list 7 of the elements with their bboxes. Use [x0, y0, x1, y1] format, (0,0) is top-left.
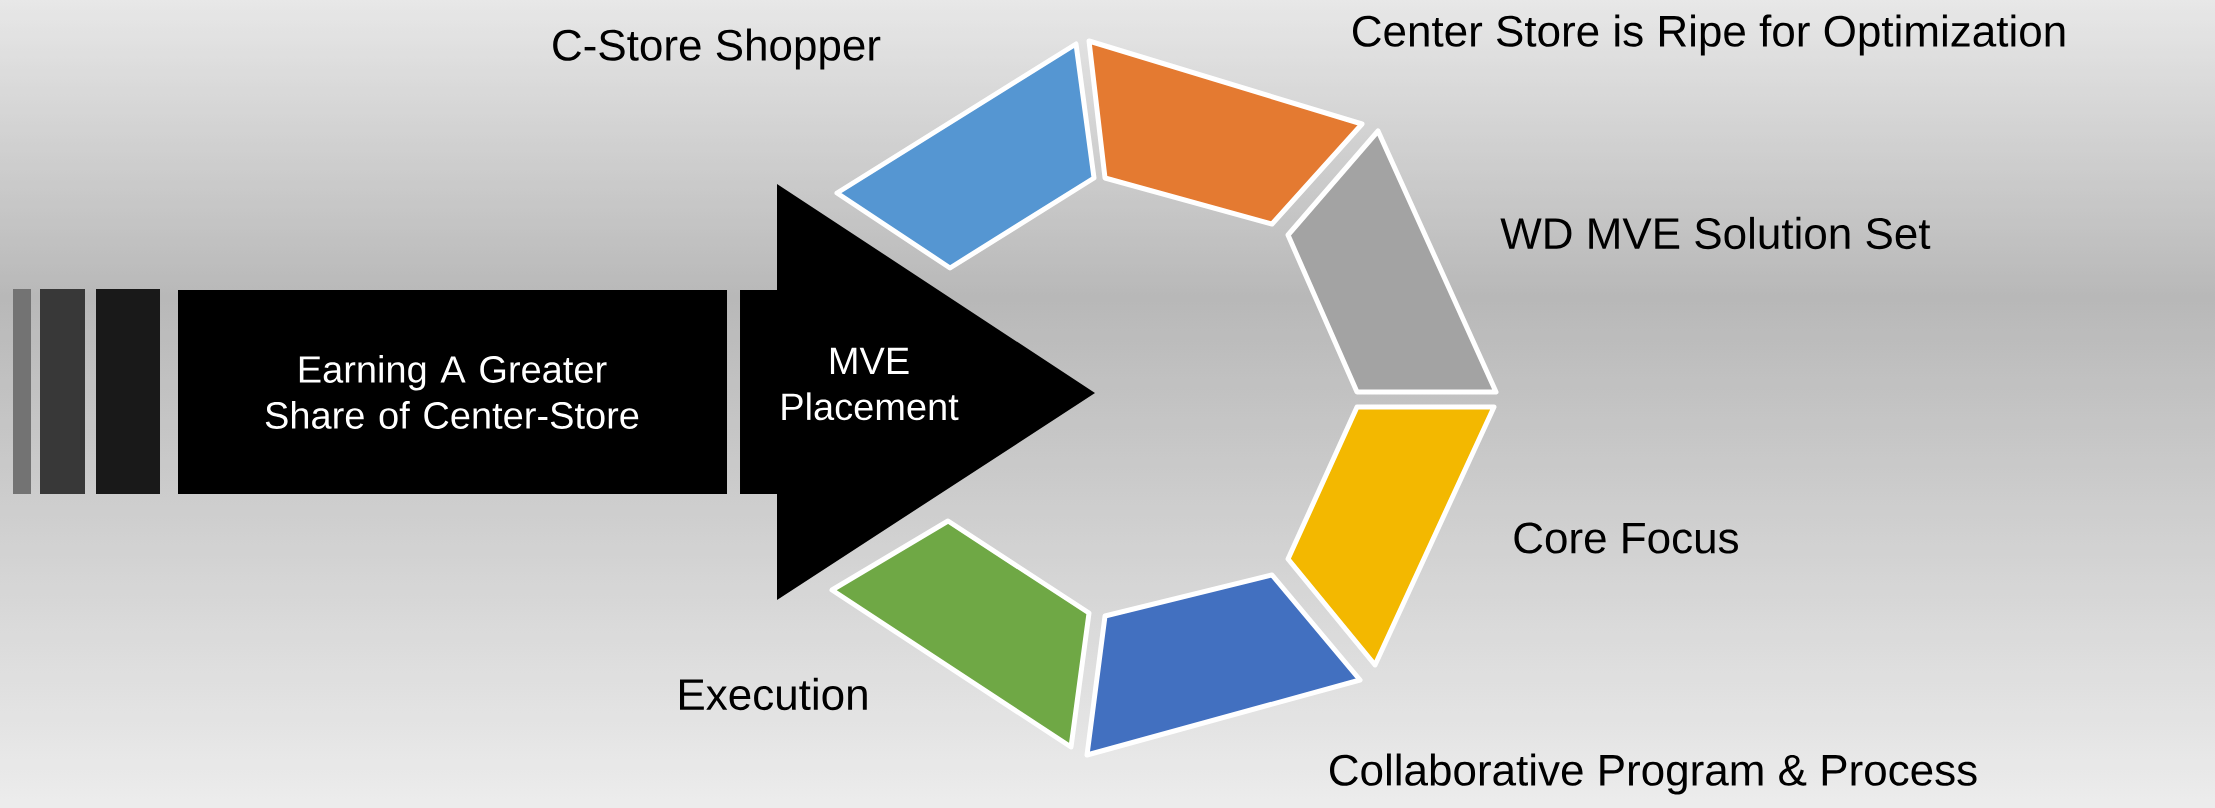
label-box: Earning A Greater Share of Center-Store [178, 290, 727, 494]
segment-label: WD MVE Solution Set [1500, 216, 1931, 250]
segment-label: Collaborative Program & Process [1330, 753, 1977, 795]
segment-label: C-Store Shopper [553, 28, 881, 70]
segment-label: Core Focus [1514, 522, 1738, 554]
segment-label: Center Store is Ripe for Optimization [1353, 14, 2065, 56]
segment-label: Execution [680, 677, 867, 711]
